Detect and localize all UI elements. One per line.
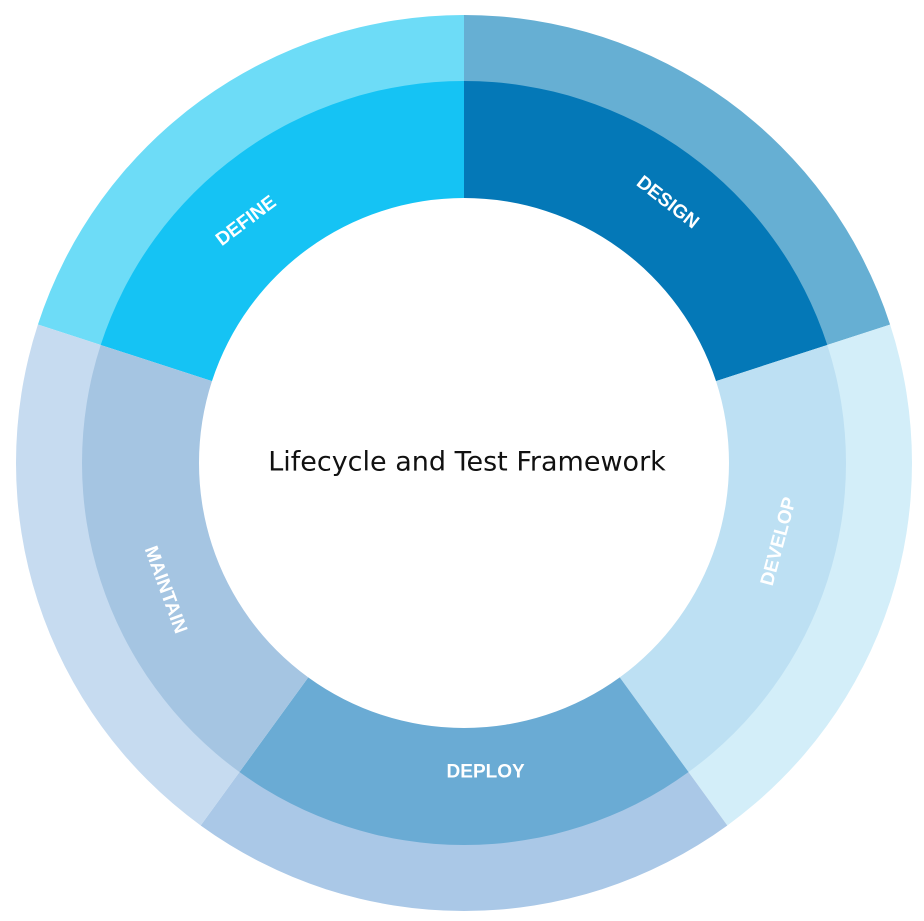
center-title: Lifecycle and Test Framework xyxy=(268,447,666,478)
inner-segment-design xyxy=(464,81,828,382)
inner-segment-deploy xyxy=(239,677,689,846)
outer-segment-maintain xyxy=(15,324,241,826)
outer-segment-design xyxy=(464,15,891,346)
outer-segment-define xyxy=(37,15,464,346)
inner-segment-maintain xyxy=(82,344,309,773)
outer-segment-develop xyxy=(687,324,912,826)
outer-segment-deploy xyxy=(200,771,728,912)
inner-segment-develop xyxy=(619,344,846,773)
inner-segment-define xyxy=(100,81,464,382)
inner-ring xyxy=(82,81,846,846)
segment-label-deploy: DEPLOY xyxy=(447,761,525,782)
outer-ring xyxy=(15,15,912,912)
